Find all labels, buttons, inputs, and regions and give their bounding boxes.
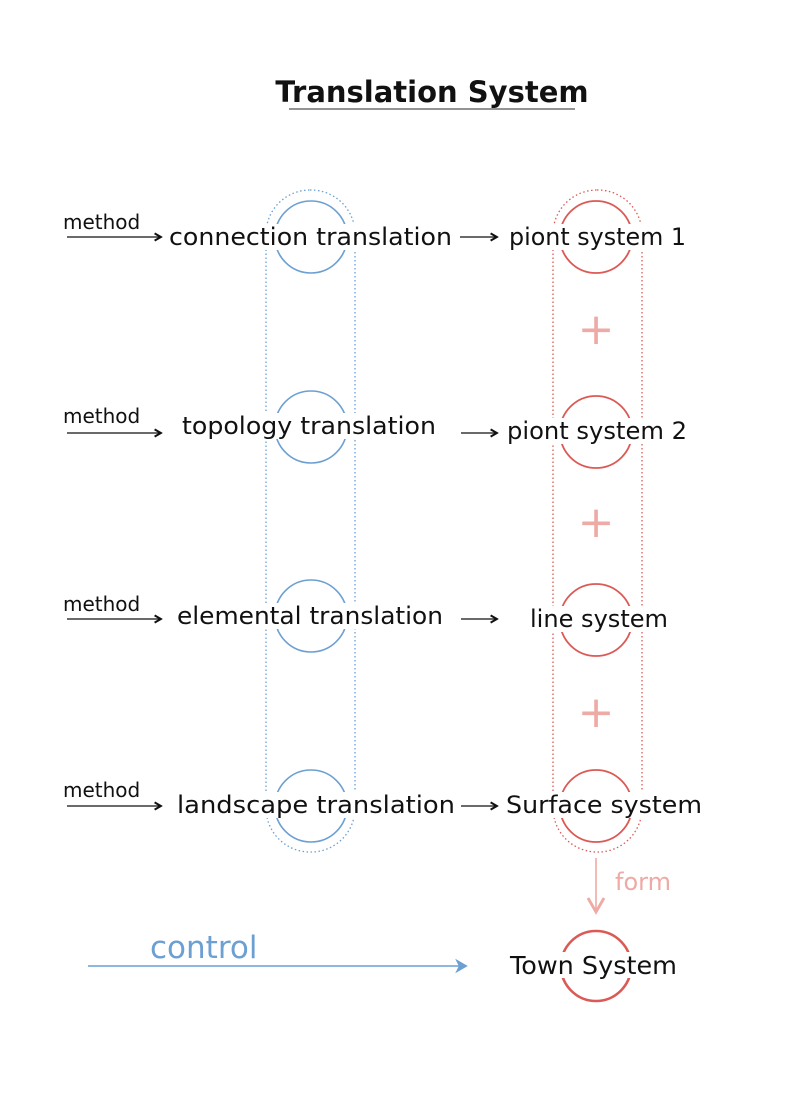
translation-label-2: topology translation (182, 412, 436, 440)
translation-label-3: elemental translation (177, 602, 443, 630)
diagram-title: Translation System (275, 75, 588, 109)
translation-group-outline (265, 189, 356, 853)
plus-sign-2: + (578, 497, 615, 548)
method-label-4: method (63, 778, 140, 802)
method-label-3: method (63, 592, 140, 616)
method-label-1: method (63, 210, 140, 234)
plus-sign-3: + (578, 687, 615, 738)
translation-label-4: landscape translation (177, 791, 455, 819)
system-group-outline (552, 189, 643, 853)
plus-sign-1: + (578, 304, 615, 355)
method-label-2: method (63, 404, 140, 428)
system-label-3: line system (530, 605, 668, 633)
system-label-1: piont system 1 (509, 223, 686, 251)
system-label-2: piont system 2 (507, 417, 687, 445)
form-label: form (615, 868, 671, 896)
translation-label-1: connection translation (169, 223, 452, 251)
system-label-4: Surface system (506, 791, 702, 819)
control-label: control (150, 930, 257, 966)
label-backgrounds (170, 224, 703, 978)
result-label: Town System (509, 951, 677, 980)
